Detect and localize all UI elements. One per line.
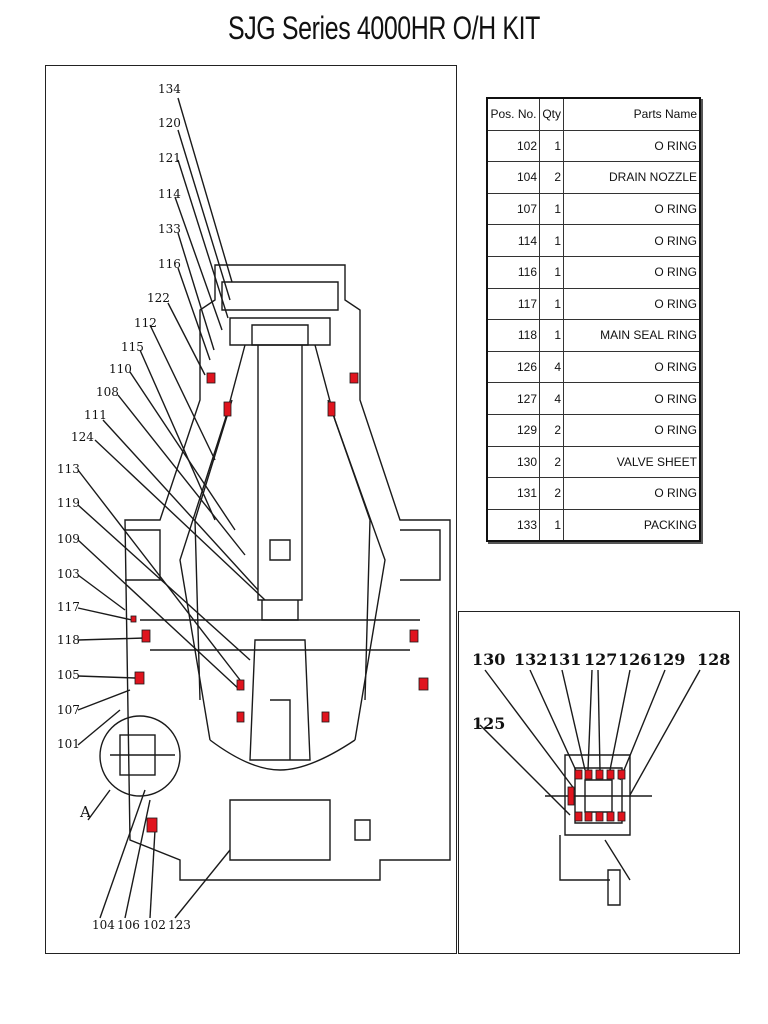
cell-pos: 130 [486,445,540,479]
callout-106: 106 [117,918,140,932]
cell-qty: 2 [539,413,564,447]
callout-107: 107 [57,703,80,717]
cell-qty: 1 [539,224,564,257]
cell-pos: 131 [486,477,540,510]
callout-104: 104 [92,918,115,932]
detail-callout-127: 127 [584,650,618,669]
header-parts-name: Parts Name [563,97,701,131]
cell-name: O RING [563,382,701,415]
detail-callout-126: 126 [618,650,652,669]
callout-120: 120 [158,116,181,130]
detail-callout-128: 128 [697,650,731,669]
detail-callout-125: 125 [472,714,506,733]
callout-121: 121 [158,151,181,165]
cell-qty: 1 [539,287,564,321]
callout-103: 103 [57,567,80,581]
cell-name: O RING [563,129,701,163]
callout-102: 102 [143,918,166,932]
cell-name: O RING [563,287,701,321]
cell-name: O RING [563,224,701,257]
callout-108: 108 [96,385,119,399]
cell-qty: 1 [539,508,564,542]
cell-pos: 104 [486,161,540,194]
callout-112: 112 [134,316,157,330]
cell-pos: 107 [486,192,540,226]
detail-callout-130: 130 [472,650,506,669]
callout-101: 101 [57,737,80,751]
callout-109: 109 [57,532,80,546]
header-pos-no: Pos. No. [486,97,540,131]
main-diagram-frame [45,65,457,954]
cell-qty: 1 [539,319,564,352]
callout-124: 124 [71,430,94,444]
cell-name: DRAIN NOZZLE [563,161,701,194]
callout-133: 133 [158,222,181,236]
detail-a-marker: A [80,803,91,821]
cell-name: O RING [563,413,701,447]
cell-pos: 133 [486,508,540,542]
callout-110: 110 [109,362,132,376]
cell-name: VALVE SHEET [563,445,701,479]
callout-113: 113 [57,462,80,476]
cell-pos: 129 [486,413,540,447]
cell-qty: 2 [539,477,564,510]
cell-name: O RING [563,477,701,510]
callout-117: 117 [57,600,80,614]
table-header-row: Pos. No. Qty Parts Name [486,97,701,131]
callout-123: 123 [168,918,191,932]
detail-callout-131: 131 [548,650,582,669]
callout-134: 134 [158,82,181,96]
cell-pos: 116 [486,255,540,289]
callout-122: 122 [147,291,170,305]
detail-callout-129: 129 [652,650,686,669]
callout-115: 115 [121,340,144,354]
callout-116: 116 [158,257,181,271]
callout-111: 111 [84,408,107,422]
cell-qty: 1 [539,129,564,163]
detail-callout-132: 132 [514,650,548,669]
header-qty: Qty [539,97,564,131]
detail-diagram-frame [458,611,740,954]
page-title: SJG Series 4000HR O/H KIT [227,10,541,46]
callout-118: 118 [57,633,80,647]
cell-qty: 4 [539,350,564,384]
callout-105: 105 [57,668,80,682]
callout-119: 119 [57,496,80,510]
callout-114: 114 [158,187,181,201]
cell-name: O RING [563,350,701,384]
cell-name: PACKING [563,508,701,542]
